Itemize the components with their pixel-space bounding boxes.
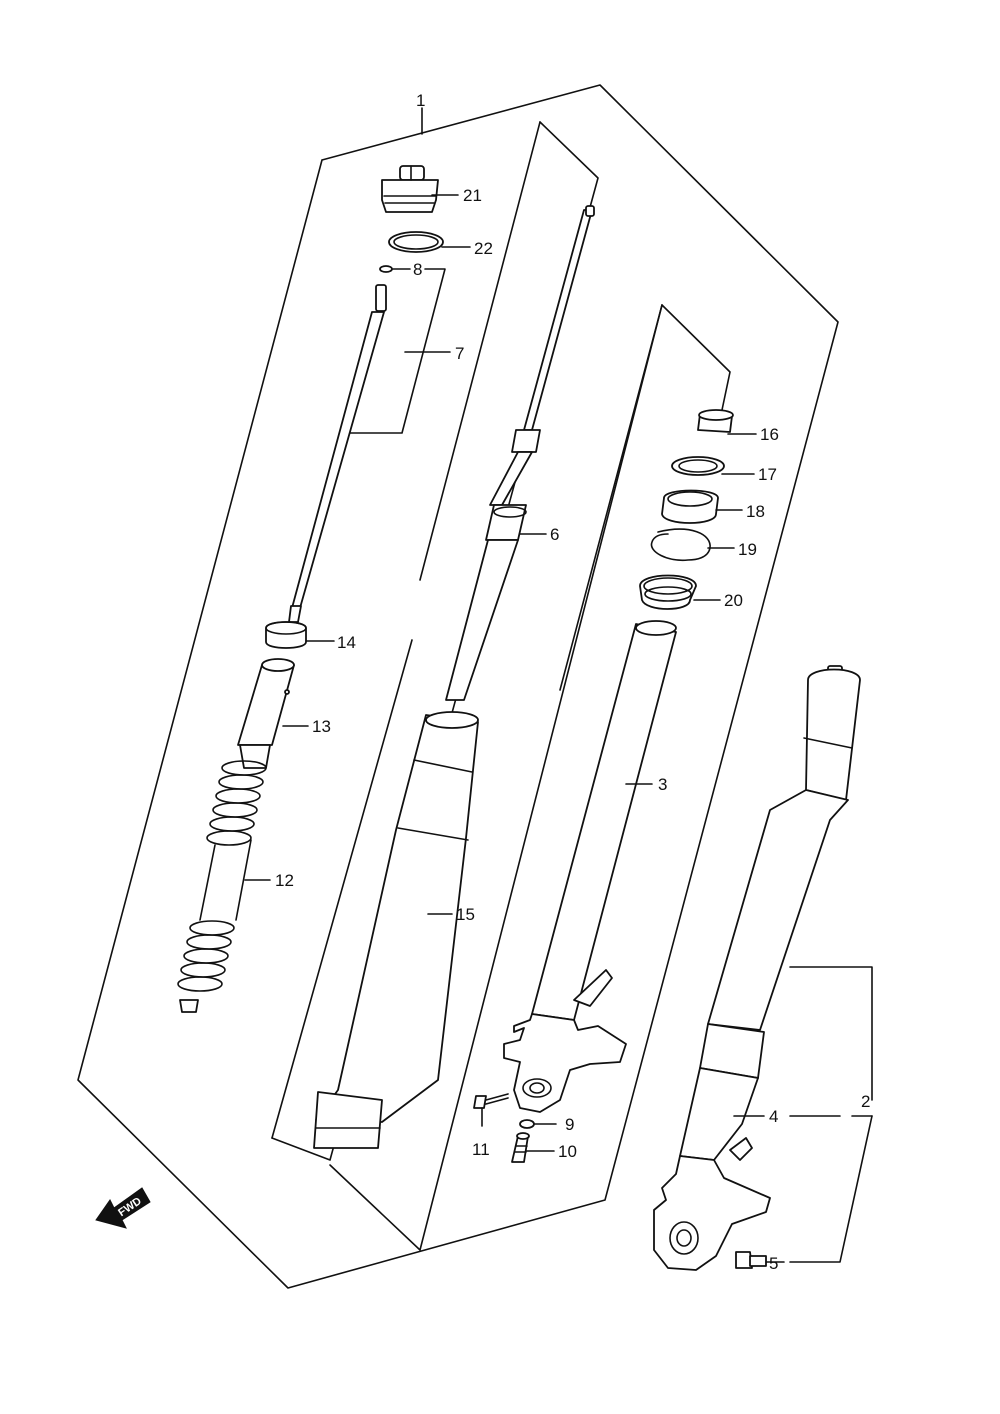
label-18: 18	[746, 502, 765, 521]
label-10: 10	[558, 1142, 577, 1161]
damper-rod	[288, 284, 387, 623]
slide-bushing	[697, 409, 734, 433]
label-9: 9	[565, 1115, 574, 1134]
washer-9	[519, 1119, 535, 1129]
o-ring	[388, 231, 444, 253]
assembly-frame	[77, 84, 839, 1289]
drain-bolt	[735, 1251, 767, 1269]
oil-seal	[661, 489, 719, 524]
label-13: 13	[312, 717, 331, 736]
label-7: 7	[455, 344, 464, 363]
label-16: 16	[760, 425, 779, 444]
spacer-tube	[237, 658, 295, 769]
dust-seal	[639, 574, 697, 610]
label-17: 17	[758, 465, 777, 484]
guide-washer	[671, 456, 725, 476]
label-19: 19	[738, 540, 757, 559]
label-11: 11	[472, 1140, 490, 1159]
label-3: 3	[658, 775, 667, 794]
label-15: 15	[456, 905, 475, 924]
label-2: 2	[861, 1092, 870, 1111]
bolt-10	[511, 1132, 530, 1163]
bolt-11	[473, 1093, 509, 1109]
label-8: 8	[413, 260, 422, 279]
label-20: 20	[724, 591, 743, 610]
fork-cap-bolt	[381, 165, 439, 213]
fwd-arrow-icon: FWD	[95, 1187, 151, 1229]
washer-small	[379, 265, 393, 273]
label-22: 22	[474, 239, 493, 258]
label-1: 1	[416, 91, 425, 110]
inner-tube	[503, 620, 677, 1113]
seat-ring	[265, 621, 307, 649]
label-14: 14	[337, 633, 356, 652]
label-4: 4	[769, 1107, 778, 1126]
label-12: 12	[275, 871, 294, 890]
damper-cylinder	[445, 205, 595, 701]
label-5: 5	[769, 1254, 778, 1273]
fork-leg-assembly	[653, 665, 861, 1271]
label-6: 6	[550, 525, 559, 544]
label-21: 21	[463, 186, 482, 205]
outer-tube	[313, 711, 479, 1149]
fork-spring	[177, 760, 267, 1013]
stopper-ring	[650, 528, 711, 562]
